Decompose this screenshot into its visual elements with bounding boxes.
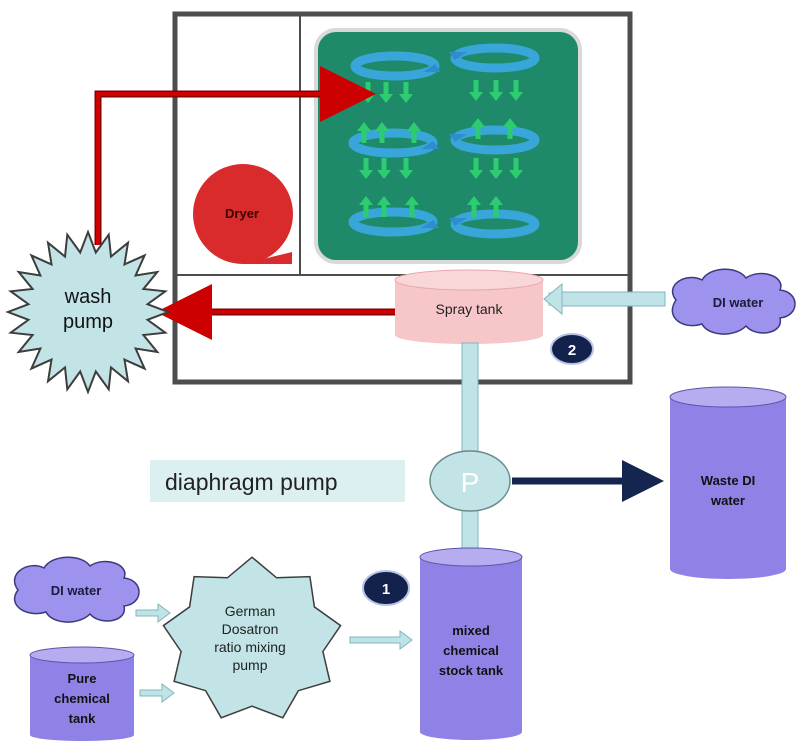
- step-badge-1: 1: [362, 570, 410, 606]
- dosatron-label-3: ratio mixing: [214, 639, 286, 655]
- waste-label-1: Waste DI: [701, 473, 755, 488]
- waste-tank: Waste DI water: [669, 386, 787, 579]
- wash-chamber: [314, 28, 582, 264]
- pump-p-label: P: [461, 467, 480, 498]
- dryer: Dryer: [193, 164, 293, 264]
- mixed-label-2: chemical: [443, 643, 499, 658]
- wash-pump-label-2: pump: [63, 311, 113, 333]
- mixed-label-3: stock tank: [439, 663, 504, 678]
- pure-label-2: chemical: [54, 691, 110, 706]
- feed-arrows: [135, 603, 413, 703]
- diaphragm-pump-label: diaphragm pump: [165, 469, 338, 495]
- wash-pump: wash pump: [5, 229, 171, 395]
- dosatron-label-4: pump: [232, 657, 267, 673]
- di-water-bottom-cloud: DI water: [13, 556, 140, 623]
- dosatron-pump: German Dosatron ratio mixing pump: [162, 556, 342, 719]
- step-badge-2-label: 2: [568, 342, 576, 359]
- di-water-bottom-label: DI water: [51, 583, 102, 598]
- vertical-pipes: [461, 342, 479, 556]
- wash-return-pipes: [94, 66, 395, 340]
- di-water-top-label: DI water: [713, 295, 764, 310]
- mixed-label-1: mixed: [452, 623, 490, 638]
- diaphragm-pump-box: diaphragm pump: [150, 460, 405, 502]
- dryer-label: Dryer: [225, 206, 259, 221]
- di-water-top-cloud: DI water: [543, 268, 796, 335]
- pump-p: P: [429, 450, 511, 512]
- dosatron-label-2: Dosatron: [222, 621, 279, 637]
- pure-label-3: tank: [69, 711, 97, 726]
- pure-chemical-tank: Pure chemical tank: [29, 646, 135, 741]
- dosatron-label-1: German: [225, 603, 276, 619]
- wash-pump-label-1: wash: [64, 286, 112, 308]
- pure-label-1: Pure: [68, 671, 97, 686]
- step-badge-1-label: 1: [382, 581, 390, 598]
- waste-label-2: water: [710, 493, 745, 508]
- mixed-stock-tank: mixed chemical stock tank: [419, 547, 523, 740]
- spray-tank-label: Spray tank: [436, 301, 504, 317]
- spray-tank: Spray tank: [394, 269, 544, 344]
- step-badge-2: 2: [550, 333, 594, 365]
